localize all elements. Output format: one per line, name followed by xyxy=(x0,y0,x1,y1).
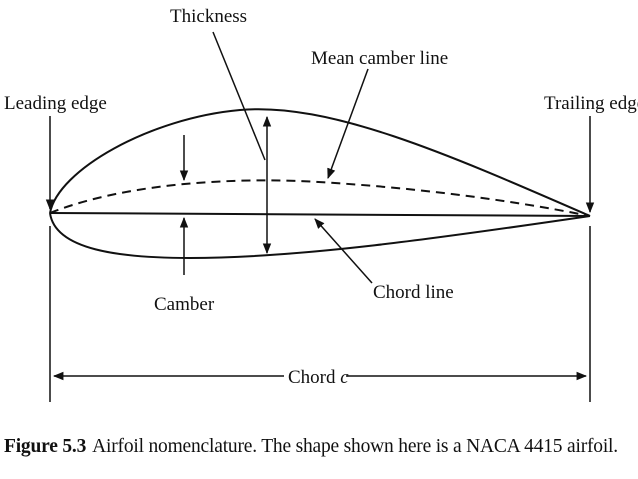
trailing-edge-label: Trailing edge xyxy=(544,93,638,114)
airfoil-lower-surface xyxy=(49,212,591,260)
chord-label: Chord c xyxy=(288,367,349,388)
chord-line-leader xyxy=(314,218,373,284)
thickness-label: Thickness xyxy=(170,6,247,27)
chord-label-text: Chord xyxy=(288,367,340,388)
figure-number: Figure 5.3 xyxy=(4,436,87,457)
mean-camber-line xyxy=(49,179,591,217)
caption-text: Airfoil nomenclature. The shape shown he… xyxy=(92,436,618,457)
thickness-leader xyxy=(212,31,266,161)
airfoil-upper-surface xyxy=(49,108,591,217)
camber-label: Camber xyxy=(154,294,215,315)
leading-edge-label: Leading edge xyxy=(4,93,107,114)
chord-line-label: Chord line xyxy=(373,282,454,303)
mean-camber-line-label: Mean camber line xyxy=(311,48,448,69)
mean-camber-leader xyxy=(327,68,369,179)
chord-line xyxy=(49,212,591,217)
chord-symbol: c xyxy=(340,367,349,388)
